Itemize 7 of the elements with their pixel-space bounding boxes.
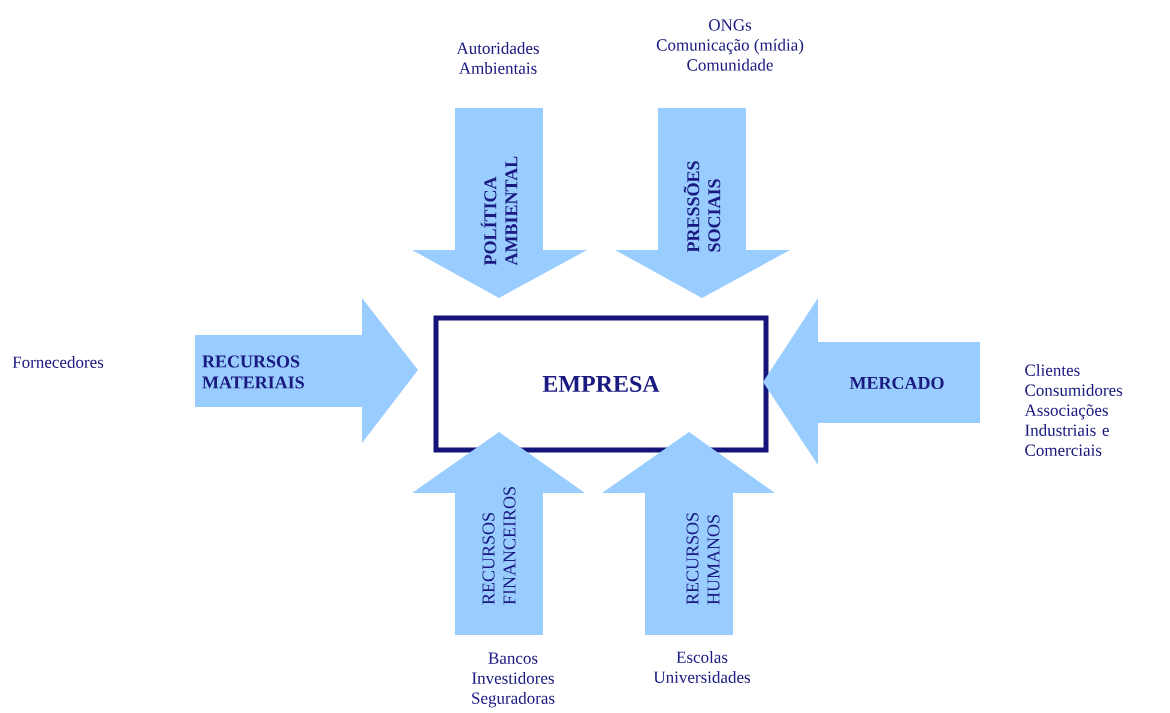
source-label: Escolas Universidades xyxy=(653,651,750,683)
source-label: Clientes Consumidores Associações Industriais e Comerciais xyxy=(1024,364,1123,456)
source-label: Autoridades Ambientais xyxy=(456,42,539,74)
source-label: Bancos Investidores Seguradoras xyxy=(472,652,555,708)
source-label: ONGs Comunicação (mídia) Comunidade xyxy=(656,19,804,71)
source-label: Fornecedores xyxy=(12,356,104,368)
company-box: EMPRESA xyxy=(433,315,769,453)
